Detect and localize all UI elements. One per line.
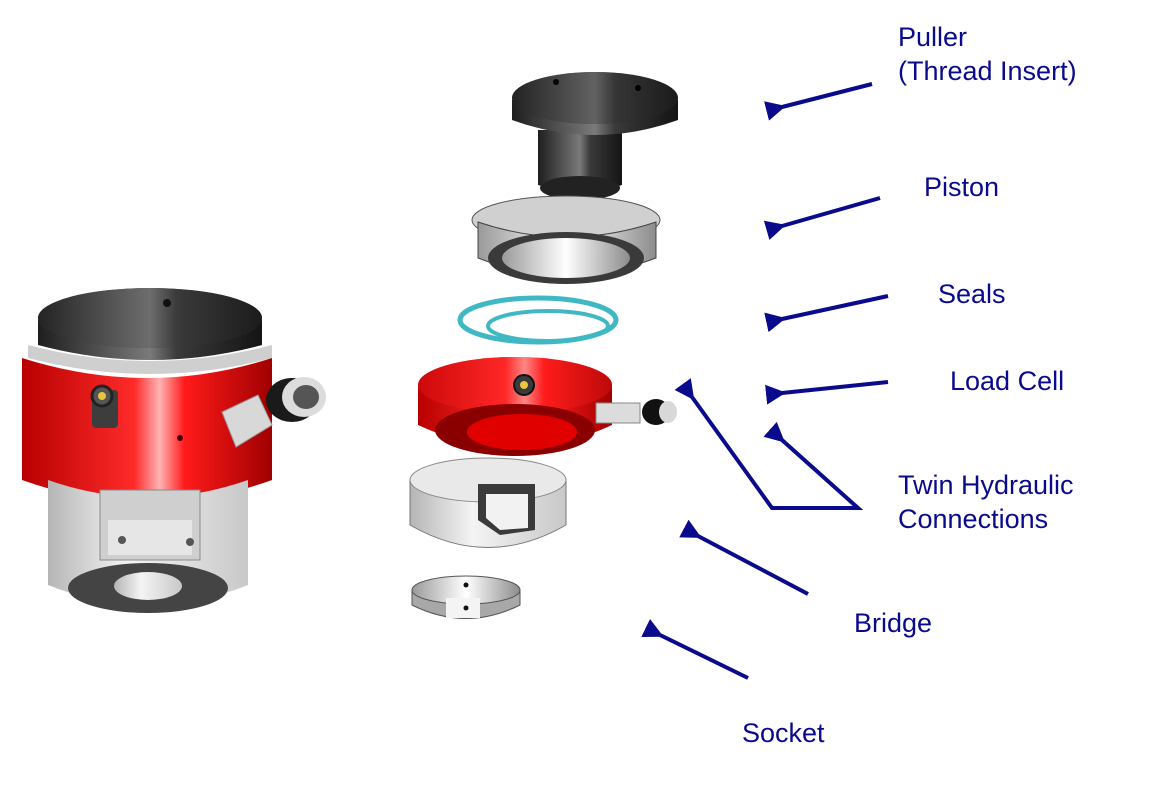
- callout-arrows: [641, 82, 889, 680]
- arrow-load-cell: [765, 380, 889, 405]
- arrow-seals: [764, 294, 889, 333]
- assembled-top-fitting: [90, 384, 118, 428]
- assembled-tensioner: [22, 288, 326, 613]
- label-line: Socket: [742, 718, 825, 748]
- label-line: Piston: [924, 172, 1000, 202]
- label-load-cell: Load Cell: [950, 364, 1064, 398]
- assembled-load-cell: [22, 358, 272, 503]
- puller-part: [512, 72, 678, 200]
- label-bridge: Bridge: [854, 606, 932, 640]
- label-seals: Seals: [938, 277, 1006, 311]
- label-line: (Thread Insert): [898, 56, 1077, 86]
- label-line: Connections: [898, 504, 1049, 534]
- label-line: Twin Hydraulic: [898, 470, 1074, 500]
- label-line: Load Cell: [950, 366, 1065, 396]
- label-line: Bridge: [854, 608, 933, 638]
- arrow-socket: [641, 618, 749, 680]
- arrow-piston: [763, 196, 881, 241]
- bridge-part: [409, 457, 567, 548]
- label-socket: Socket: [742, 716, 825, 750]
- piston-part: [471, 195, 661, 284]
- socket-part: [411, 575, 521, 619]
- label-line: Puller: [898, 22, 968, 52]
- label-twin-hydraulic-connections: Twin Hydraulic Connections: [898, 468, 1074, 536]
- seals-part: [457, 295, 619, 345]
- label-line: Seals: [938, 279, 1006, 309]
- arrow-bridge: [679, 519, 809, 596]
- load-cell-part: [418, 357, 677, 456]
- label-piston: Piston: [924, 170, 999, 204]
- label-puller: Puller (Thread Insert): [898, 20, 1077, 88]
- assembled-side-fitting: [221, 377, 326, 448]
- arrow-puller: [764, 82, 873, 121]
- arrow-twin-connections: [674, 378, 864, 510]
